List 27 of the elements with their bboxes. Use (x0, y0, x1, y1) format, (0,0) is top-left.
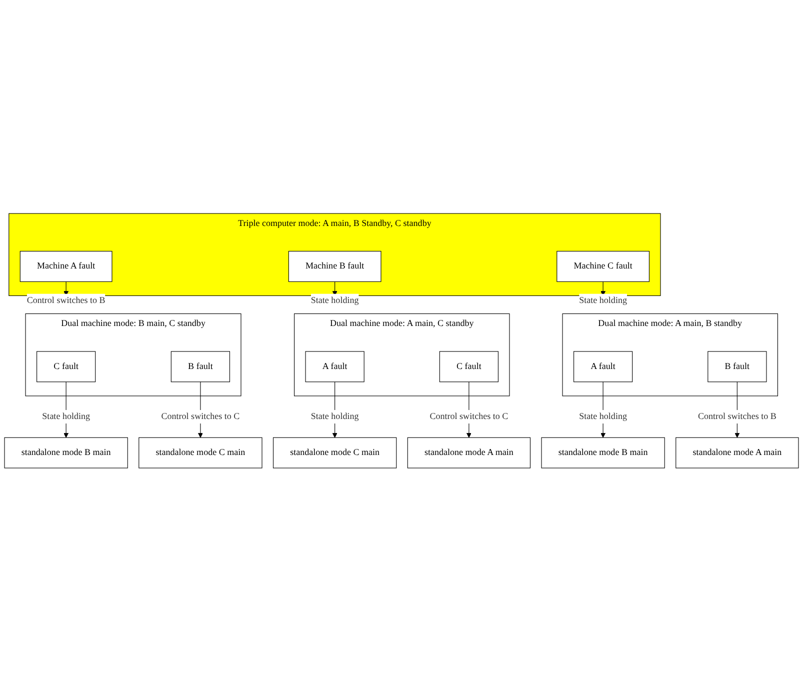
edge-label: State holding (310, 296, 359, 306)
node-box: standalone mode B main (541, 438, 665, 469)
node-box: standalone mode A main (407, 438, 531, 469)
edge-label: Control switches to C (161, 412, 240, 422)
node-box: B fault (170, 351, 230, 382)
node-box: standalone mode C main (138, 438, 262, 469)
edge-label: State holding (42, 412, 90, 422)
node-box: C fault (439, 351, 498, 382)
node-box: standalone mode B main (4, 438, 128, 469)
arrow (332, 282, 338, 296)
node-box: Machine C fault (556, 251, 650, 282)
arrow (600, 282, 606, 296)
node-box: A fault (574, 351, 633, 382)
node-box: standalone mode C main (272, 438, 397, 469)
edge-label: State holding (579, 296, 627, 306)
node-box: Machine A fault (20, 251, 112, 282)
node-box: A fault (305, 351, 364, 382)
edge-label: State holding (579, 412, 627, 422)
arrow (64, 282, 69, 296)
node-box: C fault (36, 351, 96, 382)
edge-label: Control switches to C (430, 412, 508, 422)
node-box: B fault (708, 351, 767, 382)
edge-label: State holding (310, 412, 359, 422)
edge-label: Control switches to B (698, 412, 776, 422)
edge-label: Control switches to B (26, 296, 106, 306)
node-box: Machine B fault (288, 251, 382, 282)
node-box: standalone mode A main (676, 438, 799, 469)
